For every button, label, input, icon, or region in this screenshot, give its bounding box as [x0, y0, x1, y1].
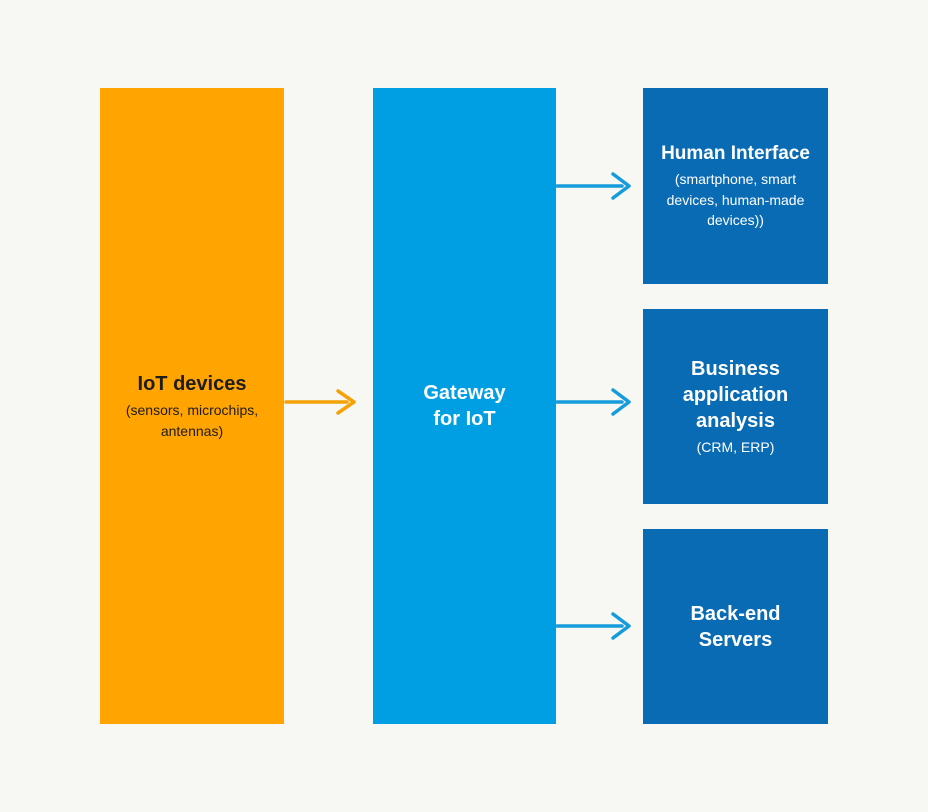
node-human-interface: Human Interface (smartphone, smart devic…: [643, 88, 828, 284]
human-interface-title: Human Interface: [661, 142, 810, 164]
arrow-gateway-to-business-icon: [555, 388, 631, 416]
arrow-devices-to-gateway-icon: [284, 389, 356, 415]
iot-devices-subtitle: (sensors, microchips, antennas): [125, 402, 259, 439]
node-iot-devices: IoT devices (sensors, microchips, antenn…: [100, 88, 284, 724]
business-application-subtitle: (CRM, ERP): [696, 438, 775, 455]
business-application-title: Business application analysis: [682, 357, 789, 432]
backend-servers-title: Back-end Servers: [690, 602, 781, 651]
node-backend-servers: Back-end Servers: [643, 529, 828, 724]
arrow-gateway-to-human-interface-icon: [555, 172, 631, 200]
human-interface-subtitle: (smartphone, smart devices, human-made d…: [666, 171, 805, 228]
node-business-application-analysis: Business application analysis (CRM, ERP): [643, 309, 828, 504]
node-gateway-for-iot: Gateway for IoT: [373, 88, 556, 724]
iot-devices-title: IoT devices: [137, 373, 247, 396]
arrow-gateway-to-backend-icon: [555, 612, 631, 640]
gateway-title: Gateway for IoT: [423, 382, 506, 430]
